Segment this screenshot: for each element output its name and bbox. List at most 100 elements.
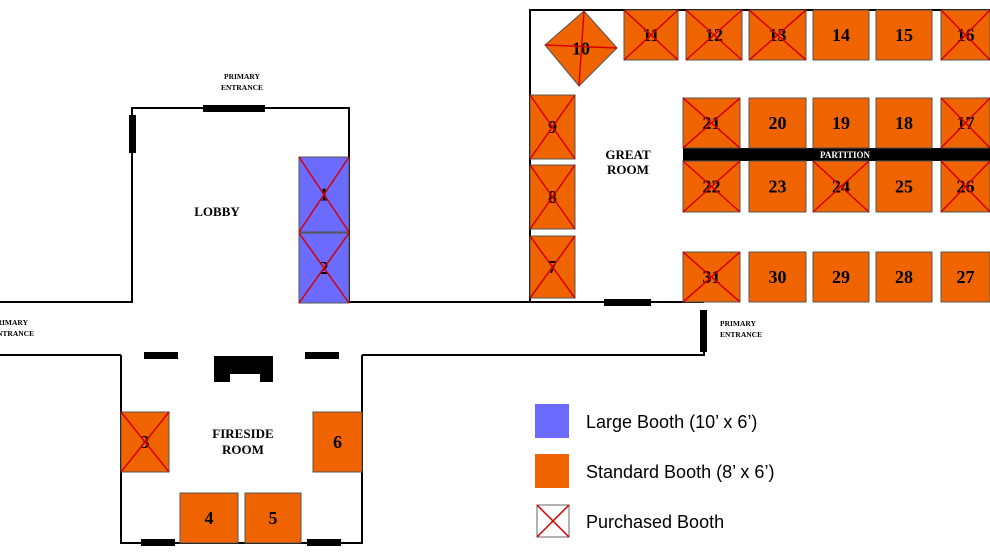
fireside-room-label: FIRESIDE (212, 426, 273, 441)
door (129, 115, 136, 153)
door (203, 105, 265, 112)
purchased-mark (298, 232, 350, 304)
booth-number: 4 (205, 508, 214, 528)
booth-20[interactable]: 20 (748, 97, 807, 149)
booth-shape (748, 160, 807, 213)
booth-number: 14 (832, 25, 850, 45)
booth-19[interactable]: 19 (812, 97, 870, 149)
door (604, 299, 651, 306)
booth-number: 20 (769, 113, 787, 133)
fireside-room-label: ROOM (222, 442, 264, 457)
purchased-mark (940, 97, 990, 149)
booth-5[interactable]: 5 (244, 492, 302, 544)
booth-23[interactable]: 23 (748, 160, 807, 213)
booth-shape (875, 97, 933, 149)
booth-12[interactable]: 12 (685, 9, 743, 61)
booth-17[interactable]: 17 (940, 97, 990, 149)
booth-28[interactable]: 28 (875, 251, 933, 303)
legend-label-purchased: Purchased Booth (586, 512, 724, 532)
legend: Large Booth (10’ x 6’) Standard Booth (8… (535, 404, 774, 538)
booth-10[interactable]: 10 (544, 10, 618, 87)
booth-18[interactable]: 18 (875, 97, 933, 149)
purchased-mark (682, 97, 741, 149)
purchased-mark (682, 251, 741, 303)
lobby-label: LOBBY (194, 204, 240, 219)
booth-8[interactable]: 8 (529, 164, 576, 230)
booth-13[interactable]: 13 (748, 9, 807, 61)
booth-30[interactable]: 30 (748, 251, 807, 303)
door (305, 352, 339, 359)
partition-label: PARTITION (820, 150, 871, 160)
booth-shape (875, 9, 933, 61)
booth-shape (244, 492, 302, 544)
legend-label-standard: Standard Booth (8’ x 6’) (586, 462, 774, 482)
booth-shape (812, 251, 870, 303)
booth-27[interactable]: 27 (940, 251, 990, 303)
booth-7[interactable]: 7 (529, 235, 576, 299)
fireplace (214, 356, 273, 382)
booth-shape (812, 9, 870, 61)
booth-11[interactable]: 11 (623, 9, 679, 61)
booth-29[interactable]: 29 (812, 251, 870, 303)
door (141, 539, 175, 546)
booth-shape (312, 411, 363, 473)
booth-31[interactable]: 31 (682, 251, 741, 303)
booth-2[interactable]: 2 (298, 232, 350, 304)
booth-4[interactable]: 4 (179, 492, 239, 544)
booth-24[interactable]: 24 (812, 160, 870, 213)
partition-bar (683, 148, 990, 161)
booth-number: 27 (957, 267, 975, 287)
booths: 1234567891011121314151617181920212223242… (120, 9, 990, 544)
booth-number: 5 (269, 508, 278, 528)
booth-number: 25 (895, 177, 913, 197)
purchased-mark (120, 411, 170, 473)
purchased-mark (529, 164, 576, 230)
purchased-mark (940, 160, 990, 213)
legend-swatch-standard (535, 454, 569, 488)
purchased-mark (529, 235, 576, 299)
corridor-walls (0, 310, 705, 356)
entrance-label-top: PRIMARY (224, 72, 261, 81)
entrance-label-top: ENTRANCE (221, 83, 263, 92)
booth-shape (875, 251, 933, 303)
great-room-label: GREAT (605, 147, 651, 162)
booth-shape (748, 97, 807, 149)
booth-1[interactable]: 1 (298, 156, 350, 233)
legend-label-large: Large Booth (10’ x 6’) (586, 412, 757, 432)
door (144, 352, 178, 359)
purchased-mark (748, 9, 807, 61)
booth-22[interactable]: 22 (682, 160, 741, 213)
booth-number: 23 (769, 177, 787, 197)
purchased-mark (812, 160, 870, 213)
purchased-mark (623, 9, 679, 61)
booth-shape (812, 97, 870, 149)
booth-16[interactable]: 16 (940, 9, 990, 61)
booth-3[interactable]: 3 (120, 411, 170, 473)
booth-shape (179, 492, 239, 544)
legend-swatch-purchased (536, 504, 570, 538)
booth-number: 18 (895, 113, 913, 133)
booth-number: 15 (895, 25, 913, 45)
door (307, 539, 341, 546)
doors (129, 105, 707, 546)
purchased-mark (685, 9, 743, 61)
booth-25[interactable]: 25 (875, 160, 933, 213)
booth-6[interactable]: 6 (312, 411, 363, 473)
booth-14[interactable]: 14 (812, 9, 870, 61)
entrance-label-left: PRIMARY (0, 318, 29, 327)
entrance-label-left: ENTRANCE (0, 329, 34, 338)
booth-number: 28 (895, 267, 913, 287)
booth-number: 19 (832, 113, 850, 133)
booth-15[interactable]: 15 (875, 9, 933, 61)
entrance-label-right: PRIMARY (720, 319, 757, 328)
purchased-mark (940, 9, 990, 61)
booth-number: 29 (832, 267, 850, 287)
great-room-label: ROOM (607, 162, 649, 177)
booth-shape (748, 251, 807, 303)
booth-21[interactable]: 21 (682, 97, 741, 149)
legend-swatch-large (535, 404, 569, 438)
booth-26[interactable]: 26 (940, 160, 990, 213)
purchased-mark (298, 156, 350, 233)
booth-9[interactable]: 9 (529, 94, 576, 160)
